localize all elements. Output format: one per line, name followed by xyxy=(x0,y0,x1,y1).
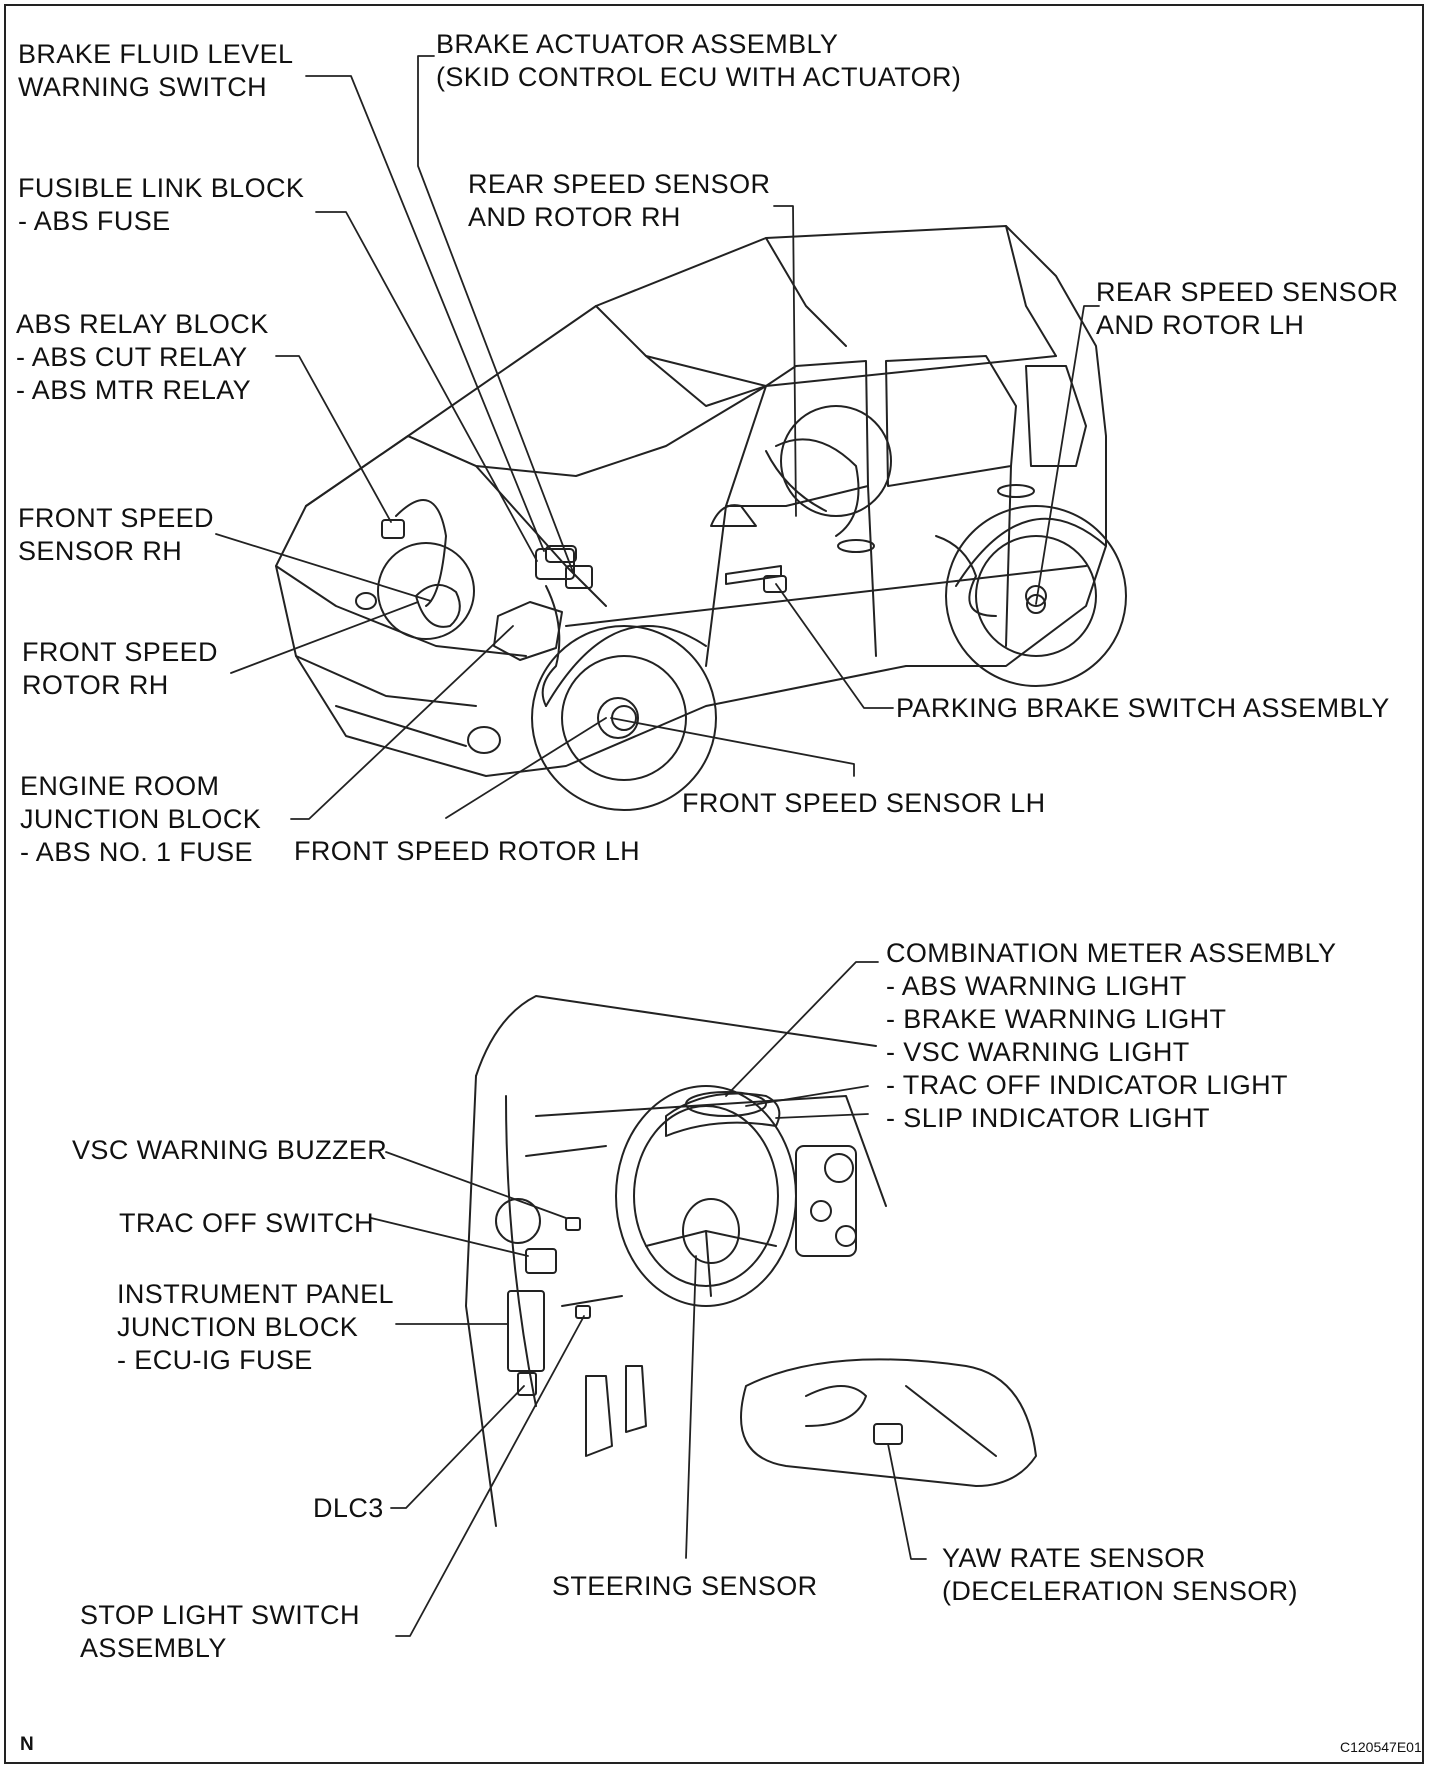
label-line: ROTOR RH xyxy=(22,670,169,700)
label-line: FRONT SPEED xyxy=(22,637,218,667)
label-line: - ABS NO. 1 FUSE xyxy=(20,837,253,867)
label-front-speed-rotor-lh: FRONT SPEED ROTOR LH xyxy=(294,835,640,868)
figure-code: C120547E01 xyxy=(1340,1739,1422,1755)
label-line: STEERING SENSOR xyxy=(552,1571,818,1601)
label-brake-actuator-assembly: BRAKE ACTUATOR ASSEMBLY (SKID CONTROL EC… xyxy=(436,28,961,94)
label-brake-fluid-level-warning-switch: BRAKE FLUID LEVEL WARNING SWITCH xyxy=(18,38,293,104)
label-line: ENGINE ROOM xyxy=(20,771,220,801)
diagram-frame: BRAKE FLUID LEVEL WARNING SWITCH BRAKE A… xyxy=(4,4,1424,1764)
label-rear-speed-sensor-lh: REAR SPEED SENSOR AND ROTOR LH xyxy=(1096,276,1398,342)
label-line: TRAC OFF SWITCH xyxy=(119,1208,374,1238)
label-line: PARKING BRAKE SWITCH ASSEMBLY xyxy=(896,693,1390,723)
label-trac-off-switch: TRAC OFF SWITCH xyxy=(119,1207,374,1240)
label-line: ASSEMBLY xyxy=(80,1633,227,1663)
label-line: FRONT SPEED xyxy=(18,503,214,533)
label-line: - BRAKE WARNING LIGHT xyxy=(886,1004,1227,1034)
label-line: AND ROTOR RH xyxy=(468,202,681,232)
label-line: BRAKE FLUID LEVEL xyxy=(18,39,294,69)
label-line: REAR SPEED SENSOR xyxy=(1096,277,1399,307)
label-parking-brake-switch-assembly: PARKING BRAKE SWITCH ASSEMBLY xyxy=(896,692,1390,725)
label-line: FUSIBLE LINK BLOCK xyxy=(18,173,305,203)
label-yaw-rate-sensor: YAW RATE SENSOR (DECELERATION SENSOR) xyxy=(942,1542,1298,1608)
label-line: - TRAC OFF INDICATOR LIGHT xyxy=(886,1070,1288,1100)
label-line: INSTRUMENT PANEL xyxy=(117,1279,394,1309)
label-line: AND ROTOR LH xyxy=(1096,310,1305,340)
cockpit-illustration xyxy=(465,995,1037,1527)
label-front-speed-rotor-rh: FRONT SPEED ROTOR RH xyxy=(22,636,218,702)
label-dlc3: DLC3 xyxy=(313,1492,384,1525)
label-line: - ABS MTR RELAY xyxy=(16,375,252,405)
label-line: VSC WARNING BUZZER xyxy=(72,1135,388,1165)
orientation-mark: N xyxy=(20,1734,34,1755)
label-line: FRONT SPEED SENSOR LH xyxy=(682,788,1046,818)
leader-lines xyxy=(215,55,1100,1637)
label-line: ABS RELAY BLOCK xyxy=(16,309,269,339)
label-line: - ABS WARNING LIGHT xyxy=(886,971,1187,1001)
label-combination-meter-assembly: COMBINATION METER ASSEMBLY - ABS WARNING… xyxy=(886,937,1336,1135)
label-line: - ECU-IG FUSE xyxy=(117,1345,313,1375)
label-instrument-panel-junction-block: INSTRUMENT PANEL JUNCTION BLOCK - ECU-IG… xyxy=(117,1278,394,1377)
label-line: STOP LIGHT SWITCH xyxy=(80,1600,360,1630)
label-line: DLC3 xyxy=(313,1493,384,1523)
label-line: - ABS FUSE xyxy=(18,206,171,236)
label-line: (SKID CONTROL ECU WITH ACTUATOR) xyxy=(436,62,962,92)
label-vsc-warning-buzzer: VSC WARNING BUZZER xyxy=(72,1134,387,1167)
label-rear-speed-sensor-rh: REAR SPEED SENSOR AND ROTOR RH xyxy=(468,168,770,234)
label-line: - SLIP INDICATOR LIGHT xyxy=(886,1103,1210,1133)
label-line: COMBINATION METER ASSEMBLY xyxy=(886,938,1337,968)
label-line: WARNING SWITCH xyxy=(18,72,268,102)
label-line: JUNCTION BLOCK xyxy=(117,1312,359,1342)
label-stop-light-switch-assembly: STOP LIGHT SWITCH ASSEMBLY xyxy=(80,1599,360,1665)
label-line: SENSOR RH xyxy=(18,536,183,566)
diagram-artwork xyxy=(215,55,1127,1637)
label-line: - ABS CUT RELAY xyxy=(16,342,248,372)
label-steering-sensor: STEERING SENSOR xyxy=(552,1570,818,1603)
label-line: - VSC WARNING LIGHT xyxy=(886,1037,1190,1067)
label-front-speed-sensor-lh: FRONT SPEED SENSOR LH xyxy=(682,787,1045,820)
vehicle-illustration xyxy=(275,225,1127,811)
label-front-speed-sensor-rh: FRONT SPEED SENSOR RH xyxy=(18,502,214,568)
label-line: FRONT SPEED ROTOR LH xyxy=(294,836,641,866)
label-engine-room-junction-block: ENGINE ROOM JUNCTION BLOCK - ABS NO. 1 F… xyxy=(20,770,261,869)
label-line: REAR SPEED SENSOR xyxy=(468,169,771,199)
label-line: YAW RATE SENSOR xyxy=(942,1543,1206,1573)
label-line: JUNCTION BLOCK xyxy=(20,804,262,834)
label-line: (DECELERATION SENSOR) xyxy=(942,1576,1298,1606)
label-line: BRAKE ACTUATOR ASSEMBLY xyxy=(436,29,839,59)
label-fusible-link-block: FUSIBLE LINK BLOCK - ABS FUSE xyxy=(18,172,304,238)
label-abs-relay-block: ABS RELAY BLOCK - ABS CUT RELAY - ABS MT… xyxy=(16,308,269,407)
